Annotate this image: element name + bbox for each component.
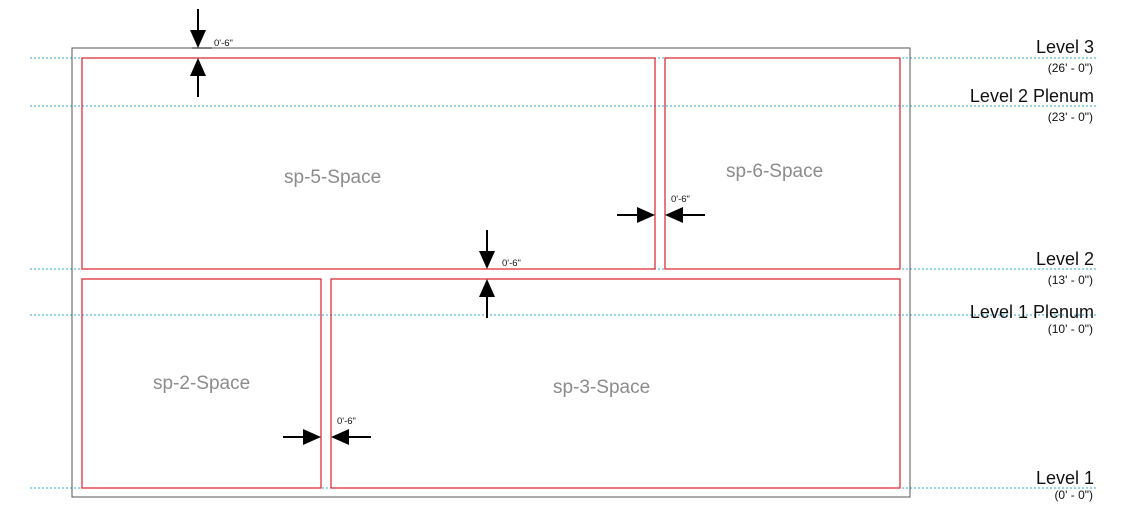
level-1-plenum-elevation: (10' - 0") (1048, 322, 1093, 336)
level-lines (30, 57, 1098, 489)
arrow-right-icon (303, 429, 321, 445)
dimension-upper-partition[interactable]: 0'-6" (617, 194, 705, 223)
sp-2-boundary[interactable] (81, 278, 322, 489)
space-label-sp-3: sp-3-Space (553, 377, 650, 398)
space-label-sp-2: sp-2-Space (153, 373, 250, 394)
level-2-elevation: (13' - 0") (1048, 273, 1093, 287)
level-tags: Level 3 (26' - 0") Level 2 Plenum (23' -… (970, 37, 1094, 502)
level-3-name: Level 3 (1036, 37, 1094, 57)
space-boundaries (81, 57, 901, 489)
arrow-up-icon (479, 279, 495, 297)
building-section-outline[interactable] (71, 47, 911, 498)
sp-3-boundary[interactable] (330, 278, 901, 489)
arrow-down-icon (479, 251, 495, 269)
level-2-plenum-elevation: (23' - 0") (1048, 110, 1093, 124)
arrow-left-icon (331, 429, 349, 445)
arrow-left-icon (665, 207, 683, 223)
level-2-plenum-name: Level 2 Plenum (970, 86, 1094, 106)
space-label-sp-5: sp-5-Space (284, 167, 381, 188)
dimension-top-wall[interactable]: 0'-6" (190, 9, 233, 97)
level-1-elevation: (0' - 0") (1054, 488, 1093, 502)
space-labels: sp-5-Space sp-6-Space sp-2-Space sp-3-Sp… (153, 161, 823, 398)
dimension-lower-partition-value: 0'-6" (337, 416, 356, 427)
level-1-plenum-name: Level 1 Plenum (970, 302, 1094, 322)
level-1-name: Level 1 (1036, 468, 1094, 488)
dimension-lower-partition[interactable]: 0'-6" (283, 416, 371, 445)
building-outline (71, 47, 911, 498)
dimension-middle-floor-value: 0'-6" (502, 258, 521, 269)
sp-6-boundary[interactable] (664, 57, 901, 270)
space-label-sp-6: sp-6-Space (726, 161, 823, 182)
sp-5-boundary[interactable] (81, 57, 656, 270)
arrow-right-icon (637, 207, 655, 223)
arrow-down-icon (190, 30, 206, 48)
dimension-upper-partition-value: 0'-6" (671, 194, 690, 205)
level-3-elevation: (26' - 0") (1048, 61, 1093, 75)
level-2-name: Level 2 (1036, 249, 1094, 269)
dimension-middle-floor[interactable]: 0'-6" (479, 230, 521, 318)
dimension-top-value: 0'-6" (214, 38, 233, 49)
arrow-up-icon (190, 58, 206, 76)
